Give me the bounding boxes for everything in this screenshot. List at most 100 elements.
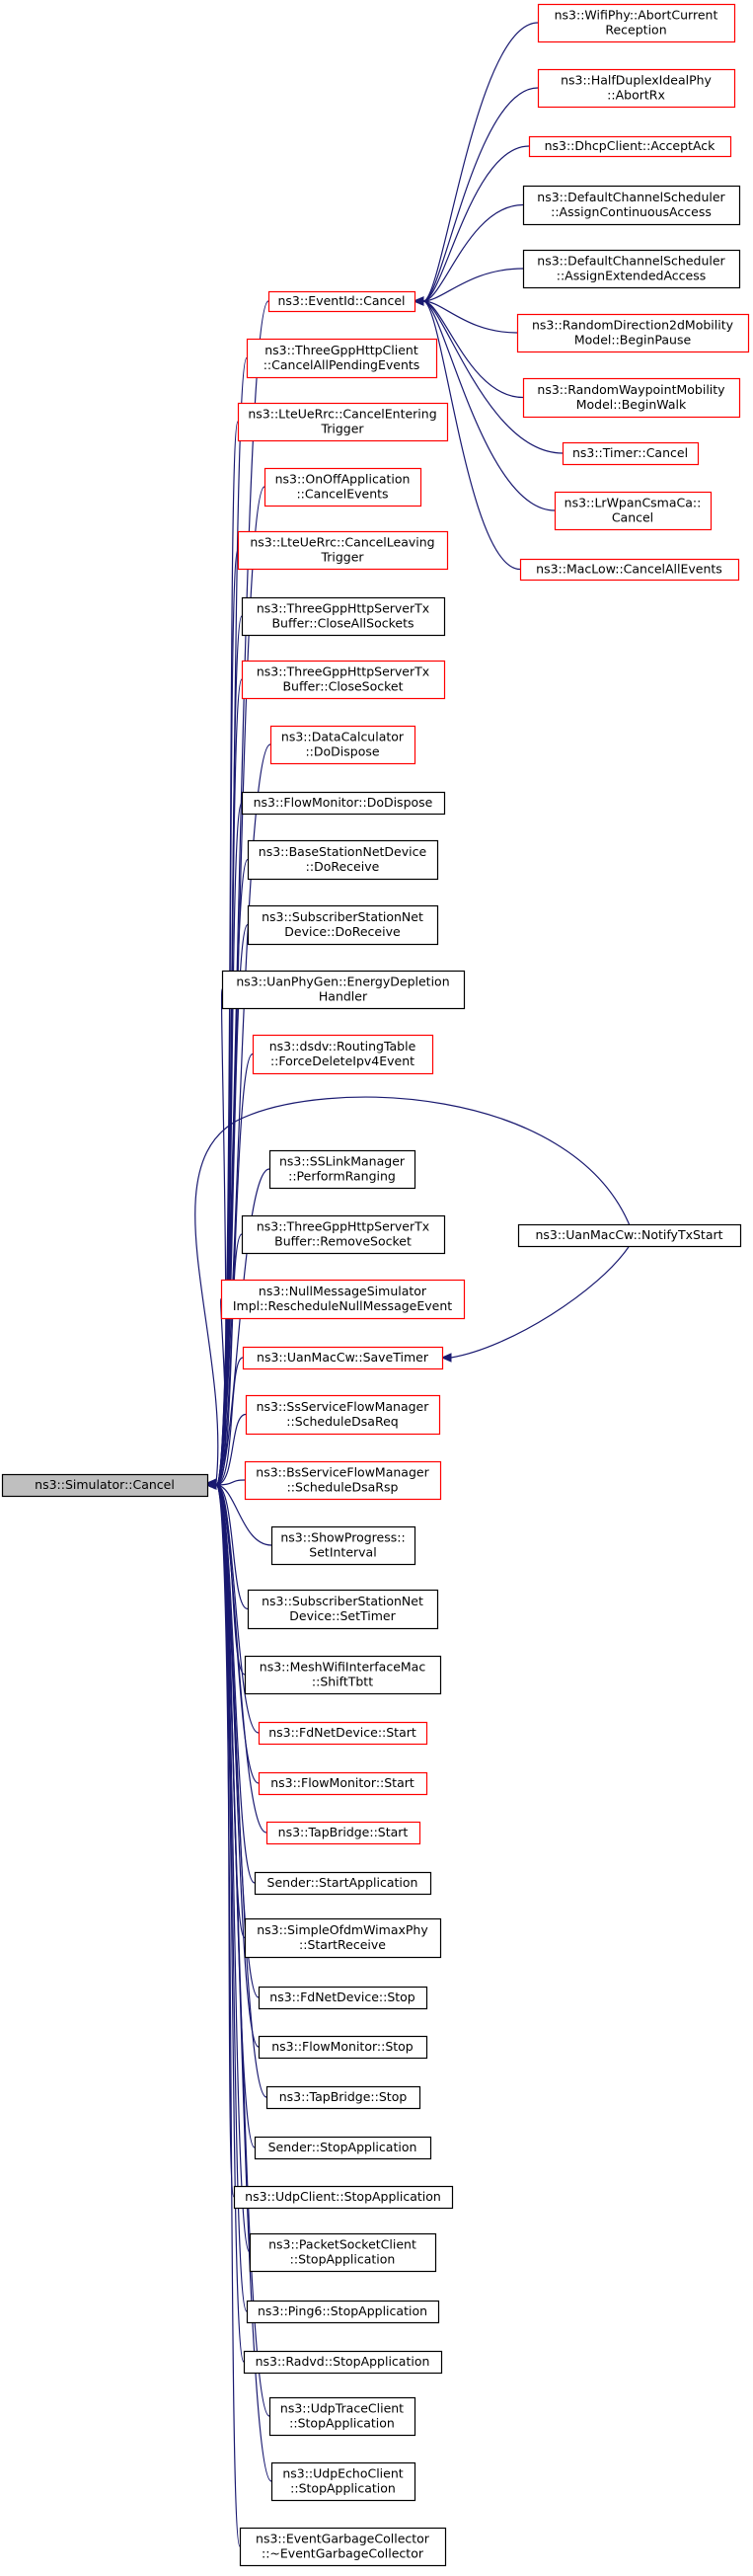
node-box <box>243 2350 443 2375</box>
node-maclow-cancel[interactable]: ns3::MacLow::CancelAllEvents <box>519 558 740 582</box>
node-c33[interactable]: ns3::Ping6::StopApplication <box>246 2300 440 2324</box>
node-box <box>244 1655 442 1695</box>
node-c37[interactable]: ns3::EventGarbageCollector::~EventGarbag… <box>239 2527 447 2567</box>
call-edge <box>422 87 539 302</box>
node-label: ns3::UanMacCw::SaveTimer <box>257 1350 429 1365</box>
node-c10[interactable]: ns3::SubscriberStationNetDevice::DoRecei… <box>247 904 439 946</box>
node-timer-cancel[interactable]: ns3::Timer::Cancel <box>562 441 700 466</box>
node-box <box>254 2136 432 2160</box>
node-label: Trigger <box>320 550 364 565</box>
node-c20[interactable]: ns3::SubscriberStationNetDevice::SetTime… <box>247 1589 439 1630</box>
node-box <box>519 558 740 582</box>
node-box <box>237 530 449 571</box>
node-label: ns3::SsServiceFlowManager <box>257 1399 430 1414</box>
node-label: Device::DoReceive <box>284 924 401 939</box>
node-box <box>268 1149 416 1190</box>
node-c19[interactable]: ns3::ShowProgress::SetInterval <box>270 1525 416 1566</box>
call-edge <box>215 1484 267 1834</box>
node-c26[interactable]: ns3::SimpleOfdmWimaxPhy::StartReceive <box>244 1917 442 1959</box>
node-c36[interactable]: ns3::UdpEchoClient::StopApplication <box>270 2461 416 2502</box>
node-rd2d-beginpause[interactable]: ns3::RandomDirection2dMobilityModel::Beg… <box>516 313 750 353</box>
node-box <box>258 2035 428 2060</box>
node-box <box>264 467 422 507</box>
node-c01[interactable]: ns3::ThreeGppHttpClient::CancelAllPendin… <box>246 338 438 379</box>
node-label: ns3::FdNetDevice::Start <box>268 1725 416 1740</box>
node-c21[interactable]: ns3::MeshWifiInterfaceMac::ShiftTbtt <box>244 1655 442 1695</box>
call-edge <box>422 300 556 511</box>
node-label: ns3::WifiPhy::AbortCurrent <box>555 8 718 23</box>
call-edge <box>450 1245 630 1359</box>
node-dhcp-accept[interactable]: ns3::DhcpClient::AcceptAck <box>528 135 732 158</box>
node-eventid-cancel[interactable]: ns3::EventId::Cancel <box>267 290 416 313</box>
node-c24[interactable]: ns3::TapBridge::Start <box>265 1821 421 1845</box>
node-c35[interactable]: ns3::UdpTraceClient::StopApplication <box>268 2396 416 2437</box>
node-c23[interactable]: ns3::FlowMonitor::Start <box>258 1771 428 1796</box>
node-c15[interactable]: ns3::NullMessageSimulatorImpl::Reschedul… <box>220 1279 466 1320</box>
node-c32[interactable]: ns3::PacketSocketClient::StopApplication <box>249 2232 437 2273</box>
node-box <box>221 970 466 1010</box>
node-c16[interactable]: ns3::UanMacCw::SaveTimer <box>242 1346 444 1370</box>
node-box <box>270 2461 416 2502</box>
node-lrwpan-cancel[interactable]: ns3::LrWpanCsmaCa::Cancel <box>554 491 713 531</box>
node-label: ns3::EventGarbageCollector <box>256 2532 430 2546</box>
call-edge <box>215 1053 254 1486</box>
node-c29[interactable]: ns3::TapBridge::Stop <box>265 2085 421 2110</box>
node-label: ns3::UanPhyGen::EnergyDepletion <box>236 975 449 989</box>
node-c07[interactable]: ns3::DataCalculator::DoDispose <box>269 725 416 765</box>
node-label: ::ShiftTbtt <box>312 1675 373 1689</box>
node-dcs-extended[interactable]: ns3::DefaultChannelScheduler::AssignExte… <box>522 249 741 289</box>
node-label: ns3::ThreeGppHttpClient <box>264 343 418 357</box>
node-label: ns3::UdpTraceClient <box>280 2401 404 2416</box>
node-c14[interactable]: ns3::ThreeGppHttpServerTxBuffer::RemoveS… <box>241 1214 446 1255</box>
node-c08[interactable]: ns3::FlowMonitor::DoDispose <box>241 791 446 816</box>
node-c31[interactable]: ns3::UdpClient::StopApplication <box>233 2185 454 2210</box>
node-c17[interactable]: ns3::SsServiceFlowManager::ScheduleDsaRe… <box>245 1394 441 1436</box>
node-label: ns3::NullMessageSimulator <box>259 1284 427 1298</box>
node-box <box>237 402 449 442</box>
node-label: ::~EventGarbageCollector <box>262 2546 424 2561</box>
node-c34[interactable]: ns3::Radvd::StopApplication <box>243 2350 443 2375</box>
node-halfduplex-abort[interactable]: ns3::HalfDuplexIdealPhy::AbortRx <box>537 68 736 109</box>
node-label: Impl::RescheduleNullMessageEvent <box>233 1298 452 1313</box>
node-label: ::ForceDeleteIpv4Event <box>270 1054 414 1068</box>
node-uanmaccw-notify[interactable]: ns3::UanMacCw::NotifyTxStart <box>517 1223 742 1248</box>
node-c09[interactable]: ns3::BaseStationNetDevice::DoReceive <box>247 839 439 881</box>
node-label: ns3::UanMacCw::NotifyTxStart <box>535 1227 722 1242</box>
node-label: ns3::SubscriberStationNet <box>262 909 423 924</box>
node-c22[interactable]: ns3::FdNetDevice::Start <box>258 1721 428 1746</box>
node-c12[interactable]: ns3::dsdv::RoutingTable::ForceDeleteIpv4… <box>252 1034 434 1075</box>
node-box <box>270 1525 416 1566</box>
node-c18[interactable]: ns3::BsServiceFlowManager::ScheduleDsaRs… <box>244 1460 442 1501</box>
node-c28[interactable]: ns3::FlowMonitor::Stop <box>258 2035 428 2060</box>
node-label: ::ScheduleDsaRsp <box>287 1480 399 1495</box>
node-label: Model::BeginWalk <box>576 397 687 412</box>
edge-layer <box>194 22 631 2547</box>
node-c05[interactable]: ns3::ThreeGppHttpServerTxBuffer::CloseAl… <box>241 596 446 637</box>
node-label: Buffer::RemoveSocket <box>274 1234 412 1249</box>
node-label: ns3::RandomWaypointMobility <box>537 382 725 397</box>
node-c03[interactable]: ns3::OnOffApplication::CancelEvents <box>264 467 422 507</box>
node-label: Trigger <box>320 422 364 436</box>
node-label: ns3::MeshWifiInterfaceMac <box>260 1660 426 1675</box>
node-label: ns3::FlowMonitor::DoDispose <box>254 795 433 810</box>
node-box <box>522 185 741 226</box>
node-label: ns3::SSLinkManager <box>279 1154 406 1169</box>
node-label: ::AbortRx <box>607 88 665 103</box>
node-c25[interactable]: Sender::StartApplication <box>254 1871 432 1896</box>
node-dcs-continuous[interactable]: ns3::DefaultChannelScheduler::AssignCont… <box>522 185 741 226</box>
node-c06[interactable]: ns3::ThreeGppHttpServerTxBuffer::CloseSo… <box>241 660 446 700</box>
node-rwp-beginwalk[interactable]: ns3::RandomWaypointMobilityModel::BeginW… <box>522 377 741 419</box>
node-label: ns3::Radvd::StopApplication <box>256 2354 430 2369</box>
node-label: Buffer::CloseAllSockets <box>271 616 414 631</box>
node-label: ns3::OnOffApplication <box>275 472 411 487</box>
call-edge <box>422 22 539 302</box>
node-box <box>244 1460 442 1501</box>
node-box <box>242 1346 444 1370</box>
node-c30[interactable]: Sender::StopApplication <box>254 2136 432 2160</box>
node-c13[interactable]: ns3::SSLinkManager::PerformRanging <box>268 1149 416 1190</box>
node-c27[interactable]: ns3::FdNetDevice::Stop <box>258 1986 428 2010</box>
